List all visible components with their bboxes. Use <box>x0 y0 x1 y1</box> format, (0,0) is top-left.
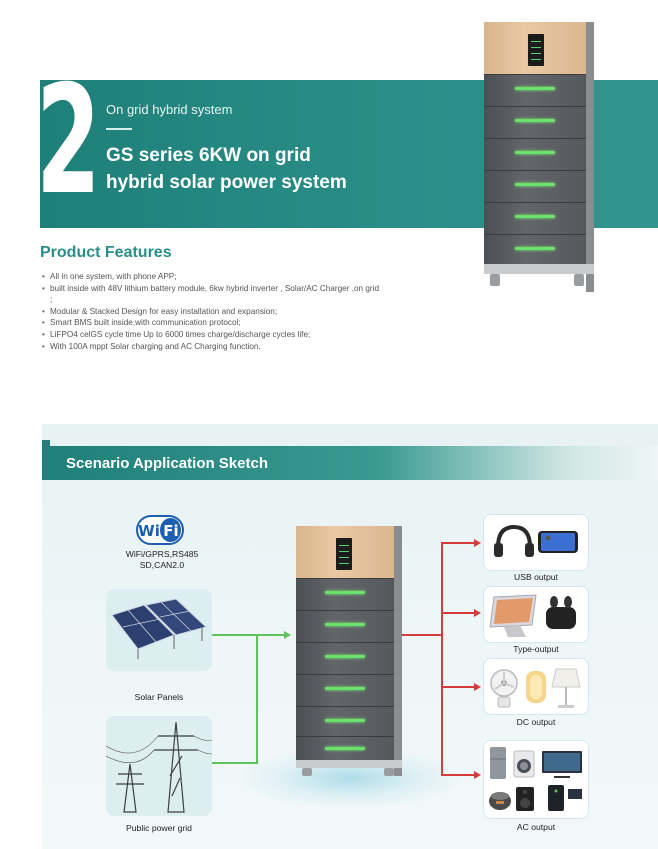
lamp-icon <box>526 671 546 703</box>
type-arrow-icon <box>474 609 481 617</box>
dc-arrow-icon <box>474 683 481 691</box>
input-bus-horizontal <box>256 634 286 636</box>
rice-cooker-icon <box>489 792 511 810</box>
comms-line-1: WiFi/GPRS,RS485 <box>125 549 199 559</box>
transmission-tower-icon <box>105 721 213 813</box>
hero-divider <box>106 128 132 130</box>
solar-panels-icon <box>111 598 208 659</box>
public-grid-label: Public power grid <box>126 823 192 833</box>
features-list: All in one system, with phone APP; built… <box>42 271 382 352</box>
usb-output-card <box>484 515 588 570</box>
dc-output-label: DC output <box>516 717 556 727</box>
phone-icon <box>538 531 578 553</box>
headphones-icon <box>494 524 534 557</box>
comms-line-2: SD,CAN2.0 <box>139 559 185 570</box>
input-arrow-icon <box>284 631 291 639</box>
ac-output-card <box>484 741 588 818</box>
table-lamp-icon <box>551 668 581 708</box>
dc-connector <box>441 686 475 688</box>
scenario-tab-corner <box>42 440 50 448</box>
feature-item: LiFPO4 celGS cycle time Up to 6000 times… <box>42 329 382 341</box>
battery-tower-main <box>484 22 594 292</box>
ac-output-label: AC output <box>516 822 556 832</box>
scenario-banner <box>42 446 658 480</box>
wifi-logo-text-wi: Wi <box>138 522 160 540</box>
ac-connector <box>441 774 475 776</box>
hero-title-line-2: hybrid solar power system <box>106 172 347 193</box>
communication-protocols: WiFi/GPRS,RS485 SD,CAN2.0 <box>112 549 212 570</box>
washing-machine-icon <box>513 750 535 778</box>
earbuds-icon <box>546 596 576 629</box>
feature-item: built inside with 48V lithium battery mo… <box>42 283 382 306</box>
solar-connector <box>212 634 262 636</box>
feature-item: Smart BMS built inside,with communicatio… <box>42 317 382 329</box>
public-grid-card <box>105 716 213 816</box>
speaker-icon <box>516 787 534 811</box>
usb-connector <box>441 542 475 544</box>
solar-panels-card <box>106 589 212 671</box>
scenario-heading: Scenario Application Sketch <box>66 455 268 472</box>
product-features-heading: Product Features <box>40 244 172 261</box>
output-trunk <box>402 634 442 636</box>
input-bus-vertical <box>256 634 258 764</box>
feature-item: With 100A mppt Solar charging and AC Cha… <box>42 341 382 353</box>
type-connector <box>441 612 475 614</box>
hero-title: GS series 6KW on grid hybrid solar power… <box>106 142 347 196</box>
tv-icon <box>542 751 582 778</box>
hero-subtitle: On grid hybrid system <box>106 102 233 117</box>
grid-connector <box>212 762 257 764</box>
section-number: 2 <box>36 54 101 228</box>
usb-output-label: USB output <box>514 572 558 582</box>
usb-arrow-icon <box>474 539 481 547</box>
fridge-icon <box>490 747 506 779</box>
output-bus-vertical <box>441 542 443 775</box>
display-screen <box>528 34 544 66</box>
wifi-logo-text-fi: Fi <box>163 522 178 540</box>
feature-item: Modular & Stacked Design for easy instal… <box>42 306 382 318</box>
display-screen <box>336 538 352 570</box>
fan-icon <box>490 669 518 708</box>
pc-icon <box>548 785 582 811</box>
ac-arrow-icon <box>474 771 481 779</box>
solar-panels-label: Solar Panels <box>134 692 184 702</box>
wifi-logo-icon: Wi Fi <box>136 514 184 546</box>
dc-output-card <box>484 659 588 714</box>
type-output-label: Type-output <box>513 644 559 654</box>
battery-tower-scenario <box>296 526 402 776</box>
hero-title-line-1: GS series 6KW on grid <box>106 145 311 166</box>
tablet-icon <box>489 594 537 637</box>
feature-item: All in one system, with phone APP; <box>42 271 382 283</box>
type-output-card <box>484 587 588 642</box>
